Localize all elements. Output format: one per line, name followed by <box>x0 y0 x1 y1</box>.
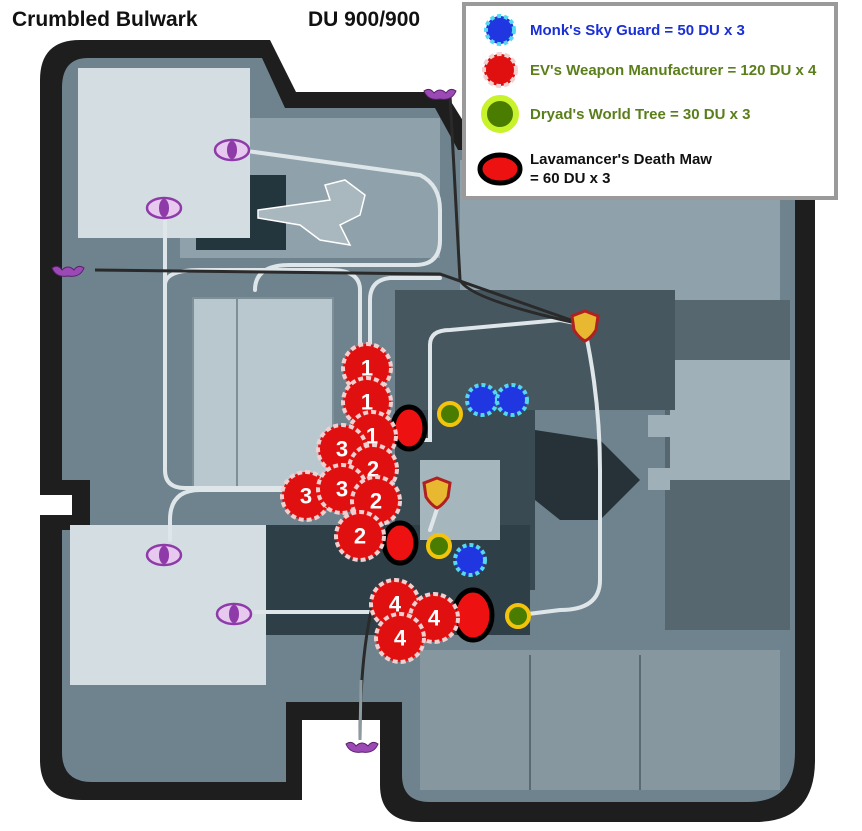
ev-marker: 2 <box>334 510 386 562</box>
red-dotted-circle-icon <box>476 52 524 88</box>
legend-label-ev: EV's Weapon Manufacturer = 120 DU x 4 <box>530 61 817 79</box>
monk-sky-guard-marker[interactable] <box>453 383 529 577</box>
ev-number: 4 <box>389 592 402 617</box>
ev-number: 1 <box>366 424 378 449</box>
ev-number: 3 <box>336 477 348 502</box>
ev-number: 2 <box>370 489 382 514</box>
legend-item-ev: EV's Weapon Manufacturer = 120 DU x 4 <box>466 52 816 88</box>
floor-plate <box>420 650 780 790</box>
legend-label-dryad: Dryad's World Tree = 30 DU x 3 <box>530 105 751 123</box>
portal-eye-icon[interactable] <box>215 602 253 626</box>
green-ring-circle-icon <box>476 95 524 133</box>
legend-panel: Monk's Sky Guard = 50 DU x 3 EV's Weapon… <box>462 2 838 200</box>
portal-eye-icon[interactable] <box>145 543 183 567</box>
map-title: Crumbled Bulwark <box>12 8 198 31</box>
floor-plate <box>670 360 790 480</box>
blue-dotted-circle-icon <box>476 12 524 48</box>
ev-number: 3 <box>300 484 312 509</box>
ev-number: 4 <box>428 606 441 631</box>
du-counter: DU 900/900 <box>308 8 421 31</box>
legend-label-lava: Lavamancer's Death Maw = 60 DU x 3 <box>530 150 712 188</box>
pillar-block <box>192 297 334 489</box>
dark-block <box>535 430 640 520</box>
shield-icon[interactable] <box>422 476 452 510</box>
ev-number: 2 <box>354 524 366 549</box>
legend-label-lava-line2: = 60 DU x 3 <box>530 170 611 187</box>
ev-number: 1 <box>361 390 373 415</box>
bat-spawn-icon <box>51 88 457 753</box>
route-paths <box>163 148 602 617</box>
legend-item-monk: Monk's Sky Guard = 50 DU x 3 <box>466 12 745 48</box>
ev-number: 4 <box>394 626 407 651</box>
portal-eye-icon[interactable] <box>145 196 183 220</box>
ev-number: 3 <box>336 437 348 462</box>
ev-marker: 4 <box>374 612 426 664</box>
ev-weapon-manufacturer-markers[interactable]: 1 1 1 3 2 3 3 2 <box>280 342 460 664</box>
legend-label-monk: Monk's Sky Guard = 50 DU x 3 <box>530 21 745 39</box>
legend-item-dryad: Dryad's World Tree = 30 DU x 3 <box>466 95 751 133</box>
shield-icon[interactable] <box>570 309 600 343</box>
ev-number: 1 <box>361 356 373 381</box>
dark-block <box>395 290 675 410</box>
dryad-world-tree-marker[interactable] <box>426 401 531 629</box>
statue-icon <box>257 179 366 246</box>
red-black-oval-icon <box>476 151 524 187</box>
legend-item-lava: Lavamancer's Death Maw = 60 DU x 3 <box>466 150 712 188</box>
portal-eye-icon[interactable] <box>213 138 251 162</box>
legend-label-lava-line1: Lavamancer's Death Maw <box>530 151 712 168</box>
lavamancer-death-maw-marker[interactable] <box>381 404 495 643</box>
